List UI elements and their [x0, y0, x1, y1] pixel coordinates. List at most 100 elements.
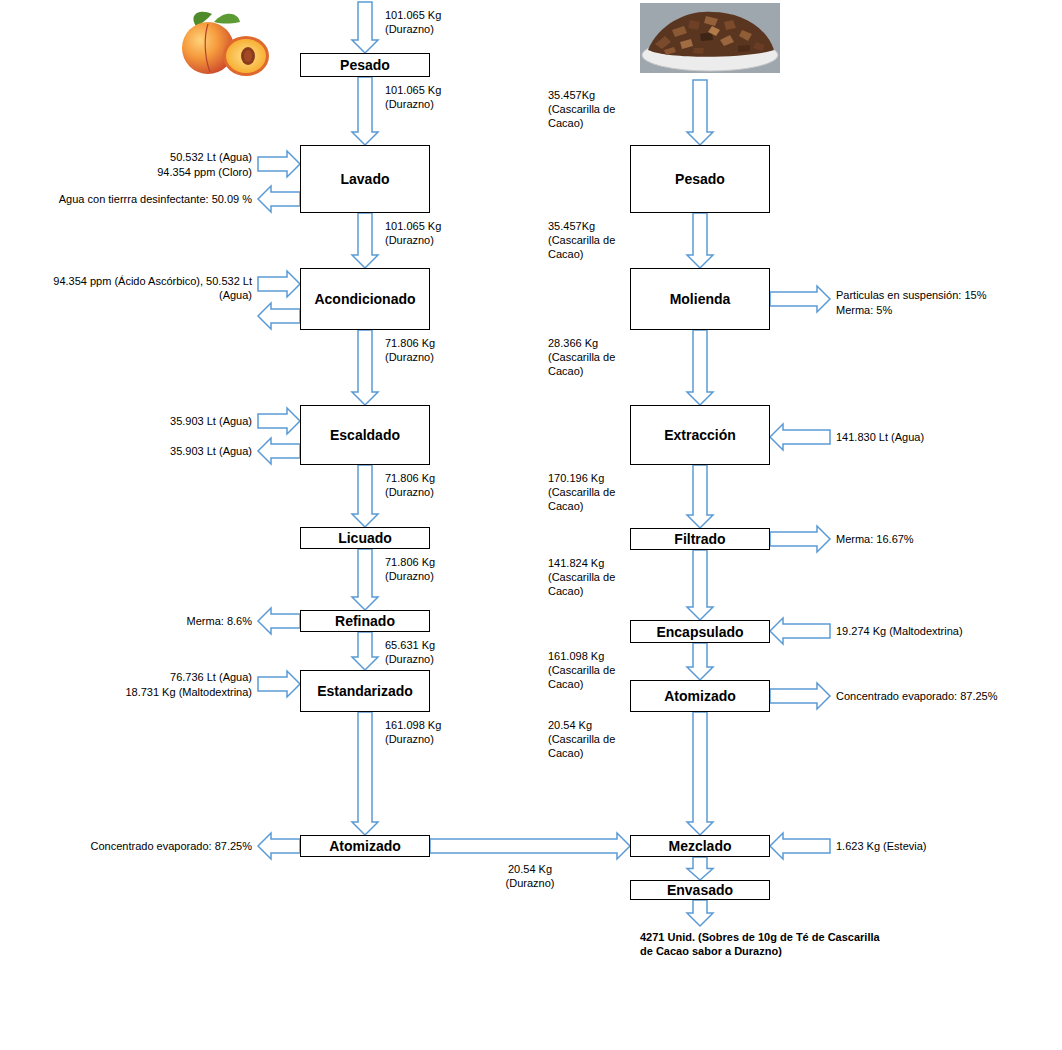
flow-quantity: 71.806 Kg (Durazno)	[385, 471, 451, 499]
step-name: Lavado	[340, 171, 389, 187]
flow-quantity: 170.196 Kg (Cascarilla de Cacao)	[548, 471, 622, 513]
step-name: Encapsulado	[656, 624, 743, 640]
flow-note: Merma: 16.67%	[836, 532, 1036, 546]
output-arrow	[258, 608, 300, 634]
process-box: Escaldado	[300, 405, 430, 465]
process-box: Atomizado	[300, 835, 430, 857]
input-arrow	[258, 671, 300, 697]
flow-note: Concentrado evaporado: 87.25%	[836, 689, 1036, 703]
step-name: Escaldado	[330, 427, 400, 443]
flow-quantity: 71.806 Kg (Durazno)	[385, 336, 451, 364]
flow-arrow	[352, 330, 378, 405]
flow-arrow	[687, 213, 713, 268]
output-arrow	[770, 526, 830, 552]
flow-note: 35.903 Lt (Agua)	[12, 444, 252, 458]
flow-note: Merma: 8.6%	[12, 614, 252, 628]
flow-note: 19.274 Kg (Maltodextrina)	[836, 624, 1036, 638]
process-box: Pesado	[630, 145, 770, 213]
flow-arrow	[687, 643, 713, 680]
flow-arrow	[687, 550, 713, 620]
flow-arrow	[687, 857, 713, 880]
output-arrow	[258, 438, 300, 464]
peach-picture	[182, 12, 269, 76]
flow-quantity: 65.631 Kg (Durazno)	[385, 638, 451, 666]
input-arrow	[352, 2, 378, 53]
step-name: Atomizado	[664, 688, 736, 704]
step-name: Licuado	[338, 530, 392, 546]
step-name: Pesado	[340, 57, 390, 73]
process-box: Filtrado	[630, 528, 770, 550]
flow-note: 94.354 ppm (Cloro)	[12, 165, 252, 179]
flow-note: 18.731 Kg (Maltodextrina)	[12, 685, 252, 699]
flow-arrow	[352, 213, 378, 268]
flow-quantity: 101.065 Kg (Durazno)	[385, 83, 451, 111]
flow-quantity: 20.54 Kg (Durazno)	[495, 862, 565, 890]
output-arrow	[258, 186, 300, 212]
flow-note: 4271 Unid. (Sobres de 10g de Té de Casca…	[640, 930, 890, 958]
process-box: Refinado	[300, 610, 430, 632]
step-name: Molienda	[670, 291, 731, 307]
step-name: Filtrado	[674, 531, 725, 547]
flow-note: 1.623 Kg (Estevia)	[836, 839, 1036, 853]
process-box: Acondicionado	[300, 268, 430, 330]
output-arrow	[770, 286, 830, 312]
step-name: Pesado	[675, 171, 725, 187]
step-name: Estandarizado	[317, 683, 413, 699]
flow-arrow	[352, 77, 378, 145]
input-arrow	[687, 80, 713, 145]
flow-note: 76.736 Lt (Agua)	[12, 670, 252, 684]
process-box: Envasado	[630, 880, 770, 900]
flow-quantity: 161.098 Kg (Durazno)	[385, 718, 451, 746]
step-name: Envasado	[667, 882, 733, 898]
process-box: Pesado	[300, 53, 430, 77]
flow-note: Agua con tierrra desinfectante: 50.09 %	[12, 192, 252, 206]
process-box: Extracción	[630, 405, 770, 465]
flow-quantity: 71.806 Kg (Durazno)	[385, 555, 451, 583]
process-box: Estandarizado	[300, 670, 430, 712]
flow-note: 94.354 ppm (Ácido Ascórbico), 50.532 Lt …	[22, 274, 252, 302]
process-box: Encapsulado	[630, 620, 770, 643]
flow-quantity: 20.54 Kg (Cascarilla de Cacao)	[548, 718, 622, 760]
input-arrow	[770, 833, 830, 859]
flow-arrow	[352, 465, 378, 527]
process-box: Atomizado	[630, 680, 770, 712]
step-name: Acondicionado	[314, 291, 415, 307]
flow-arrow	[687, 465, 713, 528]
flow-arrow	[430, 833, 630, 859]
flow-quantity: 101.065 Kg (Durazno)	[385, 219, 451, 247]
io-arrows	[258, 2, 830, 926]
flow-arrow	[352, 632, 378, 670]
flow-quantity: 141.824 Kg (Cascarilla de Cacao)	[548, 556, 622, 598]
input-arrow	[258, 408, 300, 434]
output-arrow	[258, 833, 300, 859]
flow-note: Merma: 5%	[836, 303, 1036, 317]
step-name: Refinado	[335, 613, 395, 629]
process-box: Licuado	[300, 527, 430, 549]
input-arrow	[258, 151, 300, 177]
flow-note: 50.532 Lt (Agua)	[12, 150, 252, 164]
flow-note: 35.457Kg (Cascarilla de Cacao)	[548, 88, 622, 130]
process-box: Lavado	[300, 145, 430, 213]
cacao-husk-picture	[640, 3, 780, 73]
step-name: Mezclado	[668, 838, 731, 854]
flow-arrow	[352, 712, 378, 835]
flow-arrow	[687, 330, 713, 405]
input-arrow	[258, 271, 300, 297]
flow-note: Particulas en suspensión: 15%	[836, 288, 1036, 302]
output-arrow	[687, 900, 713, 926]
flow-note: 35.903 Lt (Agua)	[12, 414, 252, 428]
flow-quantity: 161.098 Kg (Cascarilla de Cacao)	[548, 649, 622, 691]
flow-arrow	[687, 712, 713, 835]
output-arrow	[258, 303, 300, 329]
flow-arrow	[352, 549, 378, 610]
flow-quantity: 28.366 Kg (Cascarilla de Cacao)	[548, 336, 622, 378]
process-box: Mezclado	[630, 835, 770, 857]
input-arrow	[770, 618, 830, 644]
flow-note: 101.065 Kg (Durazno)	[385, 8, 451, 36]
step-name: Atomizado	[329, 838, 401, 854]
flow-note: Concentrado evaporado: 87.25%	[12, 839, 252, 853]
process-box: Molienda	[630, 268, 770, 330]
flow-quantity: 35.457Kg (Cascarilla de Cacao)	[548, 219, 622, 261]
